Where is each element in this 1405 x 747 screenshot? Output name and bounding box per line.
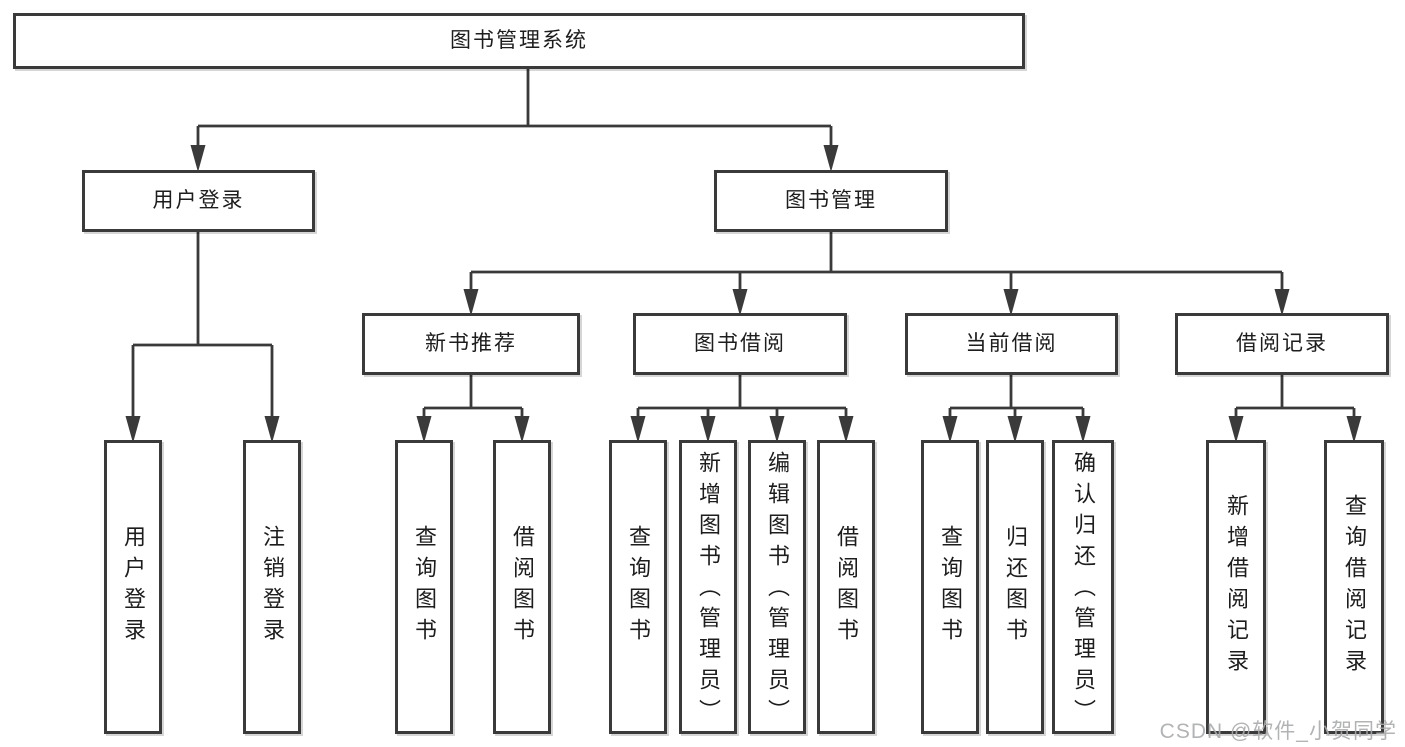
node-book-management: 图书管理 — [714, 170, 948, 232]
leaf-query-books-current: 查询图书 — [921, 440, 979, 734]
node-user-login: 用户登录 — [82, 170, 315, 232]
leaf-borrow-books-recommend: 借阅图书 — [493, 440, 551, 734]
node-root: 图书管理系统 — [13, 13, 1025, 69]
leaf-confirm-return-admin: 确认归还（管理员） — [1052, 440, 1114, 734]
leaf-query-borrow-record: 查询借阅记录 — [1324, 440, 1384, 734]
node-borrow-records: 借阅记录 — [1175, 313, 1389, 375]
tree-edges — [131, 69, 1356, 420]
leaf-user-login: 用户登录 — [104, 440, 162, 734]
leaf-borrow-books: 借阅图书 — [817, 440, 875, 734]
watermark: CSDN @软件_小贺同学 — [1159, 720, 1397, 743]
leaf-logout-login: 注销登录 — [243, 440, 301, 734]
node-new-book-recommend: 新书推荐 — [362, 313, 580, 375]
leaf-query-books-recommend: 查询图书 — [395, 440, 453, 734]
node-current-borrow: 当前借阅 — [905, 313, 1118, 375]
leaf-add-book-admin: 新增图书（管理员） — [679, 440, 737, 734]
leaf-add-borrow-record: 新增借阅记录 — [1206, 440, 1266, 734]
leaf-edit-book-admin: 编辑图书（管理员） — [748, 440, 806, 734]
node-book-borrow: 图书借阅 — [633, 313, 847, 375]
leaf-query-books-borrow: 查询图书 — [609, 440, 667, 734]
leaf-return-books: 归还图书 — [986, 440, 1044, 734]
